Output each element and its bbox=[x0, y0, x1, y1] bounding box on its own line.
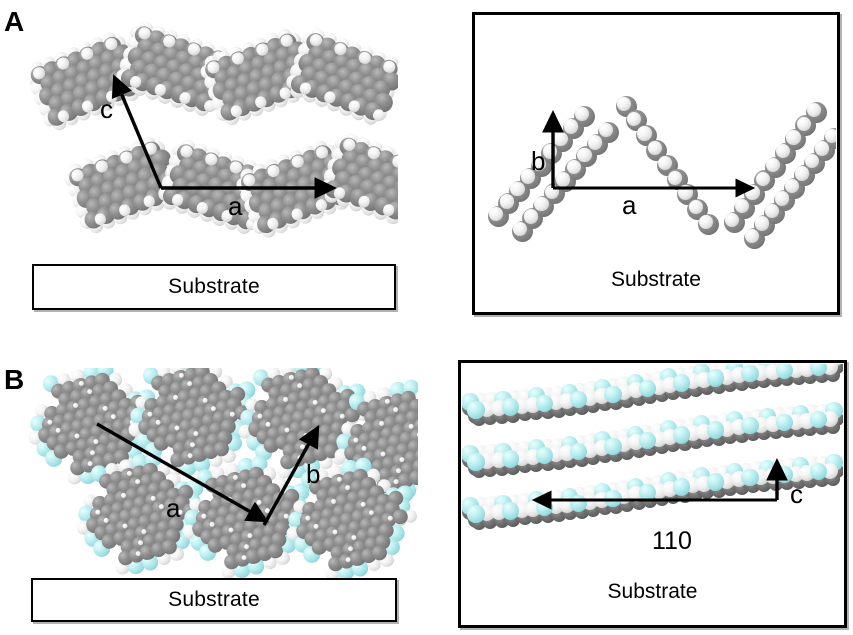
atom-sphere bbox=[796, 116, 811, 131]
atom-sphere bbox=[794, 166, 810, 181]
atom-sphere bbox=[467, 453, 485, 471]
panel-top-right-molecule-stage bbox=[476, 16, 836, 264]
atom-sphere bbox=[776, 144, 791, 159]
atom-sphere bbox=[488, 206, 504, 222]
panel-b-molecule-stage bbox=[18, 368, 418, 580]
atom-sphere bbox=[627, 111, 642, 126]
atom-sphere bbox=[521, 169, 536, 184]
atom-sphere bbox=[764, 203, 780, 219]
atom-sphere bbox=[775, 364, 793, 380]
atom-sphere bbox=[553, 131, 568, 147]
atom-sphere bbox=[755, 171, 770, 186]
atom-sphere bbox=[604, 489, 622, 507]
panel-a-vector-c-label: c bbox=[100, 94, 113, 124]
atom-sphere bbox=[672, 426, 691, 444]
atom-sphere bbox=[588, 135, 603, 150]
molecule-rod-4 bbox=[476, 16, 836, 264]
atom-sphere bbox=[724, 212, 740, 228]
atom-sphere bbox=[467, 505, 485, 523]
substrate-label-top-right: Substrate bbox=[611, 268, 701, 291]
panel-top-right-vector-b-label: b bbox=[531, 146, 546, 176]
atom-sphere bbox=[809, 463, 828, 481]
atom-sphere bbox=[806, 102, 822, 118]
panel-b-vector-b-label: b bbox=[306, 459, 321, 489]
atom-sphere bbox=[672, 478, 691, 496]
molecule-rod-0 bbox=[476, 16, 836, 264]
atom-sphere bbox=[809, 364, 828, 377]
atom-sphere bbox=[566, 159, 581, 175]
atom-sphere bbox=[637, 126, 652, 141]
atom-sphere bbox=[647, 141, 662, 156]
panel-bottom-right-vector-c-label: c bbox=[790, 479, 803, 509]
atom-sphere bbox=[774, 191, 790, 206]
atom-sphere bbox=[824, 128, 836, 144]
atom-sphere bbox=[822, 364, 838, 375]
atom-sphere bbox=[577, 147, 592, 162]
substrate-box-panel-a: Substrate bbox=[32, 264, 396, 310]
atom-sphere bbox=[535, 394, 554, 413]
atom-sphere bbox=[784, 178, 800, 194]
atom-sphere bbox=[616, 96, 632, 112]
atom-sphere bbox=[510, 181, 525, 197]
panel-a-vector-a-label: a bbox=[228, 191, 243, 221]
atom-sphere bbox=[555, 172, 571, 187]
atom-sphere bbox=[638, 483, 656, 502]
atom-sphere bbox=[531, 156, 547, 172]
substrate-label-bottom-right: Substrate bbox=[607, 580, 698, 603]
substrate-label: Substrate bbox=[168, 275, 260, 298]
atom-sphere bbox=[570, 390, 588, 408]
panel-b-vector-a-label: a bbox=[166, 493, 181, 523]
atom-sphere bbox=[501, 398, 519, 416]
atom-sphere bbox=[707, 369, 725, 387]
atom-sphere bbox=[638, 431, 656, 450]
atom-sphere bbox=[688, 200, 703, 215]
panel-top-right-vector-a-label: a bbox=[622, 190, 637, 220]
atom-sphere bbox=[534, 197, 549, 212]
panel-letter-b: B bbox=[4, 364, 25, 395]
atom-sphere bbox=[570, 442, 588, 460]
atom-sphere bbox=[765, 157, 781, 173]
atom-sphere bbox=[564, 119, 579, 134]
molecule-rod-1 bbox=[476, 16, 836, 264]
atom-sphere bbox=[786, 130, 801, 145]
substrate-box-panel-b: Substrate bbox=[31, 578, 397, 622]
atom-sphere bbox=[809, 411, 828, 429]
panel-bottom-right-molecule-stage bbox=[462, 364, 843, 576]
atom-sphere bbox=[523, 209, 538, 224]
molecular-layer-0-front bbox=[462, 364, 843, 576]
atom-sphere bbox=[741, 417, 759, 435]
atom-sphere bbox=[804, 153, 820, 169]
molecular-layer-1-front bbox=[462, 364, 843, 576]
atom-sphere bbox=[638, 379, 656, 398]
panel-letter-a: A bbox=[4, 6, 25, 37]
atom-sphere bbox=[668, 170, 683, 185]
atom-sphere bbox=[467, 401, 485, 419]
panel-bottom-right-direction-110-label: 110 bbox=[652, 527, 692, 555]
molecule-rod-2 bbox=[476, 16, 836, 264]
atom-sphere bbox=[512, 221, 528, 237]
atom-sphere bbox=[754, 216, 770, 231]
atom-sphere bbox=[698, 214, 714, 230]
atom-sphere bbox=[535, 446, 554, 465]
atom-sphere bbox=[814, 141, 830, 156]
atom-sphere bbox=[604, 385, 622, 403]
atom-sphere bbox=[735, 199, 750, 214]
atom-sphere bbox=[604, 437, 622, 455]
atom-sphere bbox=[672, 374, 691, 392]
atom-sphere bbox=[744, 228, 760, 244]
substrate-label: Substrate bbox=[168, 588, 260, 611]
panel-a-molecule-stage bbox=[30, 6, 398, 268]
atom-sphere bbox=[657, 155, 673, 171]
atom-sphere bbox=[707, 473, 725, 491]
atom-sphere bbox=[501, 502, 519, 520]
atom-sphere bbox=[741, 365, 759, 383]
atom-sphere bbox=[707, 421, 725, 439]
atom-sphere bbox=[741, 469, 759, 487]
molecule-rod-3 bbox=[476, 16, 836, 264]
atom-sphere bbox=[775, 413, 793, 432]
atom-sphere bbox=[501, 450, 519, 468]
atom-sphere bbox=[598, 122, 614, 138]
atom-sphere bbox=[499, 194, 514, 209]
atom-sphere bbox=[574, 106, 590, 122]
